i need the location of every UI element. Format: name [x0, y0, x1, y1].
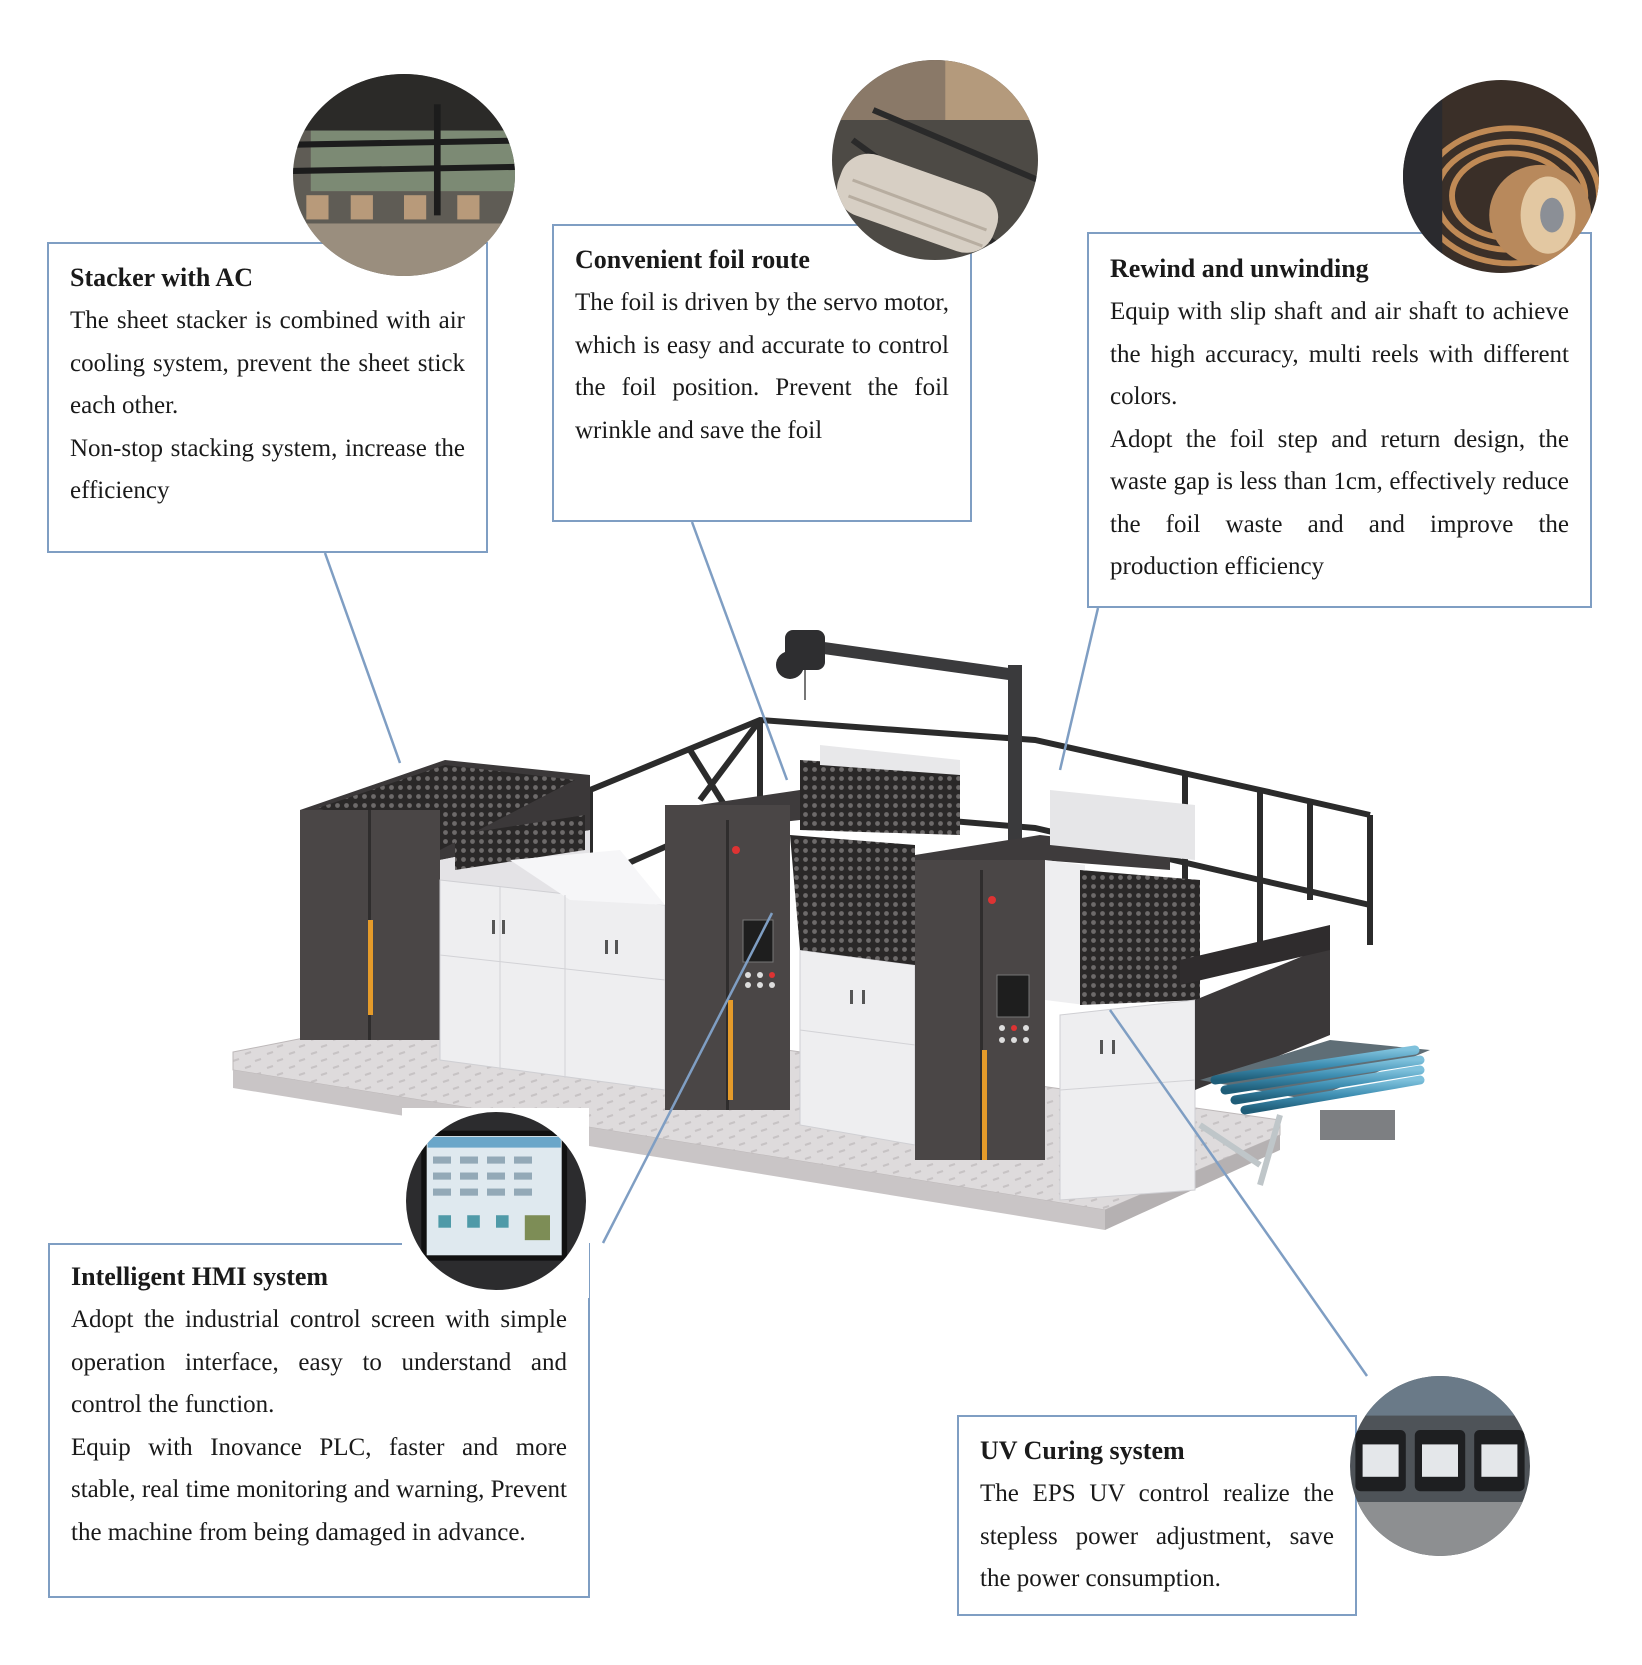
- hot-stamping-unit-2: [915, 790, 1200, 1160]
- callout-hmi: Intelligent HMI system Adopt the industr…: [48, 1243, 590, 1598]
- foil-reel-closeup-photo: [1403, 80, 1599, 273]
- callout-foil-route-title: Convenient foil route: [575, 245, 810, 274]
- uv-lamp-closeup-photo: [1350, 1376, 1530, 1556]
- callout-hmi-text-2: Equip with Inovance PLC, faster and more…: [71, 1433, 567, 1546]
- foil-crane: [776, 630, 1022, 845]
- callout-rewind-title: Rewind and unwinding: [1110, 254, 1369, 283]
- callout-hmi-text-1: Adopt the industrial control screen with…: [71, 1306, 567, 1418]
- callout-stacker: Stacker with AC The sheet stacker is com…: [47, 242, 488, 553]
- center-cabinets: [790, 835, 916, 1146]
- leader-line-rewind: [1058, 607, 1100, 771]
- callout-stacker-text-1: The sheet stacker is combined with air c…: [70, 307, 465, 419]
- callout-stacker-title: Stacker with AC: [70, 263, 253, 292]
- callout-uv: UV Curing system The EPS UV control real…: [957, 1415, 1357, 1616]
- callout-foil-route-text-1: The foil is driven by the servo motor, w…: [575, 289, 949, 444]
- leader-line-hmi: [601, 912, 774, 1244]
- callout-uv-text-1: The EPS UV control realize the stepless …: [980, 1480, 1334, 1592]
- uv-curing-unit: [1059, 925, 1330, 1201]
- leader-line-uv: [1108, 1009, 1369, 1377]
- callout-foil-route: Convenient foil route The foil is driven…: [552, 224, 972, 522]
- callout-rewind-text-2: Adopt the foil step and return design, t…: [1110, 425, 1569, 581]
- callout-stacker-text-2: Non-stop stacking system, increase the e…: [70, 434, 465, 505]
- hmi-screen-closeup-photo: [406, 1112, 586, 1290]
- hot-stamping-unit-1: [665, 745, 960, 1110]
- feeder-cabinets: [439, 850, 666, 1091]
- stacker-closeup-photo: [293, 74, 515, 276]
- delivery-conveyor: [1198, 1040, 1430, 1186]
- callout-rewind-text-1: Equip with slip shaft and air shaft to a…: [1110, 298, 1569, 410]
- callout-rewind: Rewind and unwinding Equip with slip sha…: [1087, 232, 1592, 608]
- callout-hmi-title: Intelligent HMI system: [71, 1262, 329, 1291]
- foil-roller-closeup-photo: [832, 60, 1038, 260]
- leader-line-stacker: [323, 552, 402, 764]
- leader-line-foil-route: [690, 521, 789, 781]
- callout-uv-title: UV Curing system: [980, 1436, 1185, 1465]
